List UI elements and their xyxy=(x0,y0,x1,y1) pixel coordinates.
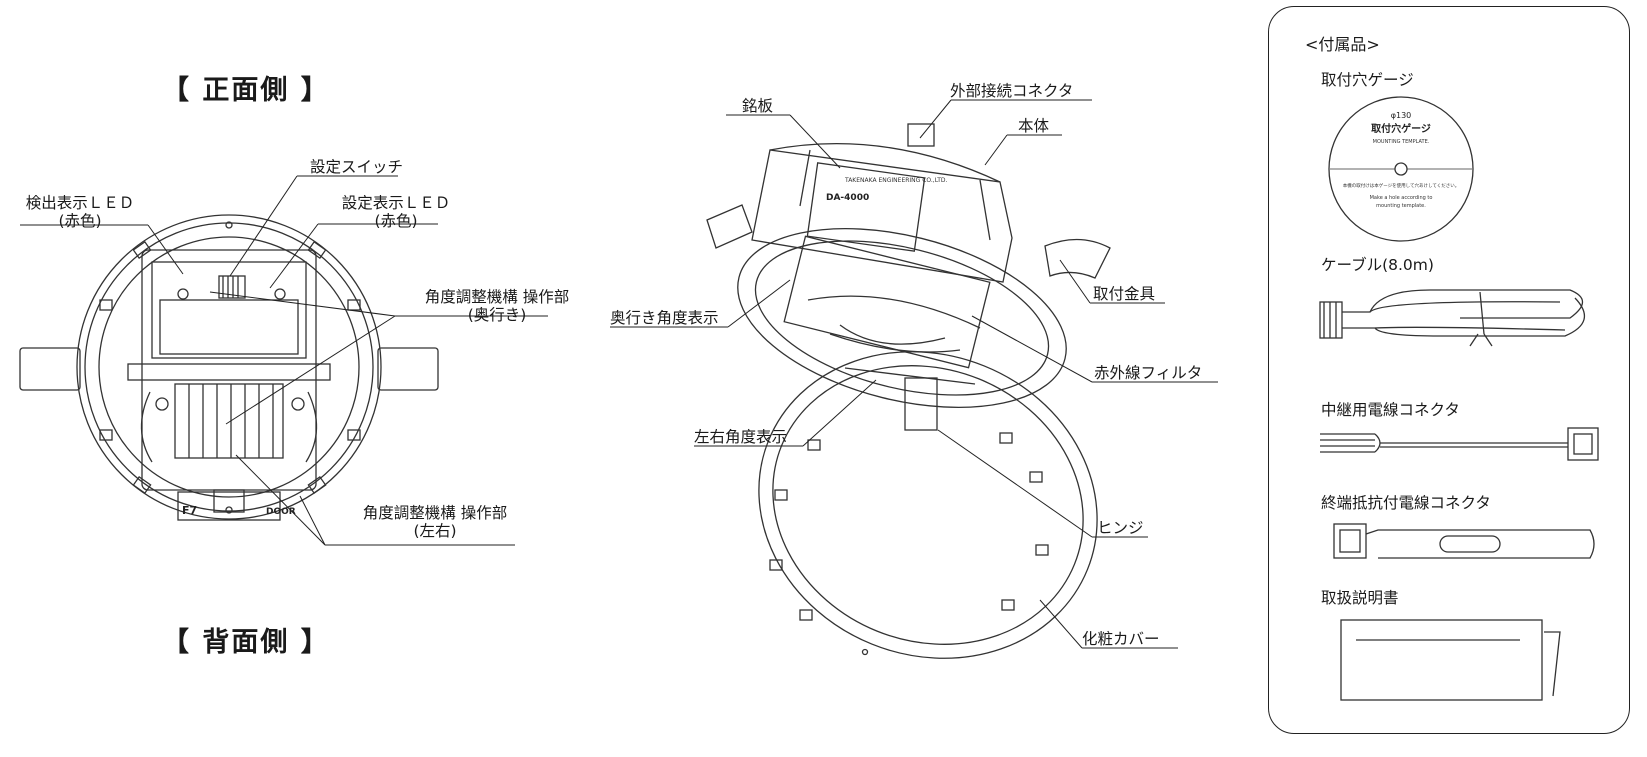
label-depth-angle: 奥行き角度表示 xyxy=(610,309,719,327)
label-ext-connector: 外部接続コネクタ xyxy=(950,82,1074,100)
label-lr-angle: 左右角度表示 xyxy=(694,428,788,446)
label-hinge: ヒンジ xyxy=(1097,519,1144,537)
manual-icon xyxy=(1340,619,1561,701)
front-leader-lines xyxy=(20,175,548,546)
side-leader-lines xyxy=(610,99,1218,649)
gauge-size: φ130 xyxy=(1391,111,1412,120)
gauge-note-en2: mounting template. xyxy=(1376,203,1426,209)
label-detect-led: 検出表示ＬＥＤ (赤色) xyxy=(25,194,135,230)
accessory-cable-label: ケーブル(8.0m) xyxy=(1321,256,1434,274)
label-nameplate: 銘板 xyxy=(742,97,774,115)
label-setting-switch: 設定スイッチ xyxy=(310,158,404,176)
front-title: 【 正面側 】 xyxy=(162,75,330,106)
plate-model: DA-4000 xyxy=(826,193,869,203)
relay-connector-icon xyxy=(1320,427,1599,461)
terminal-connector-icon xyxy=(1333,523,1595,559)
gauge-icon xyxy=(1328,96,1474,242)
gauge-name: 取付穴ゲージ xyxy=(1371,122,1431,135)
label-body: 本体 xyxy=(1018,117,1050,135)
label-ir-filter: 赤外線フィルタ xyxy=(1094,364,1203,382)
side-device-illustration xyxy=(706,123,1111,659)
label-angle-lr: 角度調整機構 操作部 (左右) xyxy=(362,504,508,540)
plate-company: TAKENAKA ENGINEERING CO.,LTD. xyxy=(844,177,948,184)
accessory-relay-label: 中継用電線コネクタ xyxy=(1321,401,1460,419)
front-device-illustration xyxy=(19,214,439,521)
label-angle-depth: 角度調整機構 操作部 (奥行き) xyxy=(424,288,570,324)
accessory-manual-label: 取扱説明書 xyxy=(1321,589,1399,607)
label-cover: 化粧カバー xyxy=(1082,630,1160,648)
accessories-title: <付属品> xyxy=(1305,35,1380,54)
label-bracket: 取付金具 xyxy=(1093,285,1156,303)
gauge-note-en1: Make a hole according to xyxy=(1370,195,1433,201)
label-setting-led: 設定表示ＬＥＤ (赤色) xyxy=(341,194,451,230)
back-title: 【 背面側 】 xyxy=(162,627,330,658)
gauge-en: MOUNTING TEMPLATE. xyxy=(1373,139,1430,145)
front-mark-left: F7 xyxy=(182,504,197,517)
front-mark-right: DOOR xyxy=(266,507,296,517)
accessories-panel xyxy=(1268,6,1630,734)
cable-icon xyxy=(1319,289,1586,347)
gauge-note-jp: 本機の取付けは本ゲージを使用して穴あけしてください。 xyxy=(1343,182,1460,189)
accessory-gauge-label: 取付穴ゲージ xyxy=(1321,71,1414,89)
accessory-terminal-label: 終端抵抗付電線コネクタ xyxy=(1321,494,1491,512)
